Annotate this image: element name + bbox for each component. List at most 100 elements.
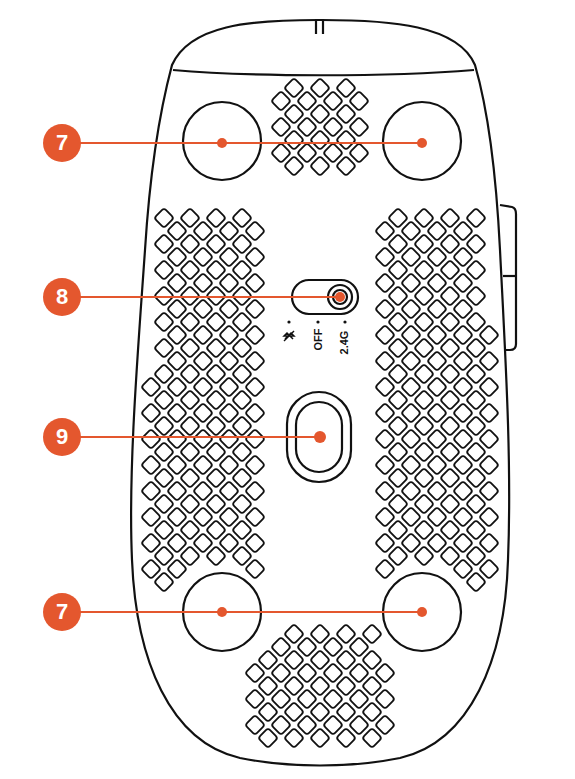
honeycomb-hole <box>232 468 252 488</box>
honeycomb-hole <box>193 455 213 475</box>
honeycomb-hole <box>349 663 369 683</box>
honeycomb-hole <box>284 650 304 670</box>
honeycomb-hole <box>167 481 187 501</box>
honeycomb-hole <box>271 715 291 735</box>
button-notch <box>322 20 324 34</box>
honeycomb-hole <box>245 689 265 709</box>
honeycomb-hole <box>219 481 239 501</box>
honeycomb-hole <box>479 377 499 397</box>
honeycomb-hole <box>427 221 447 241</box>
honeycomb-hole <box>310 728 330 748</box>
honeycomb-hole <box>232 338 252 358</box>
honeycomb-hole <box>323 117 343 137</box>
honeycomb-hole <box>375 351 395 371</box>
honeycomb-hole <box>154 208 174 228</box>
honeycomb-hole <box>479 533 499 553</box>
honeycomb-hole <box>154 468 174 488</box>
honeycomb-hole <box>180 312 200 332</box>
honeycomb-hole <box>440 338 460 358</box>
honeycomb-hole <box>362 728 382 748</box>
callout-number: 7 <box>56 132 68 154</box>
honeycomb-hole <box>336 156 356 176</box>
honeycomb-hole <box>284 702 304 722</box>
honeycomb-hole <box>193 533 213 553</box>
honeycomb-hole <box>193 403 213 423</box>
honeycomb-hole <box>206 312 226 332</box>
honeycomb-hole <box>180 494 200 514</box>
honeycomb-hole <box>284 78 304 98</box>
honeycomb-hole <box>193 377 213 397</box>
honeycomb-hole <box>479 455 499 475</box>
honeycomb-hole <box>453 247 473 267</box>
honeycomb-hole <box>440 260 460 280</box>
honeycomb-hole <box>219 325 239 345</box>
honeycomb-hole <box>245 325 265 345</box>
honeycomb-hole <box>258 702 278 722</box>
honeycomb-hole <box>466 286 486 306</box>
honeycomb-hole <box>232 260 252 280</box>
honeycomb-hole <box>193 273 213 293</box>
honeycomb-hole <box>141 533 161 553</box>
honeycomb-hole <box>284 728 304 748</box>
honeycomb-hole <box>414 468 434 488</box>
honeycomb-hole <box>219 507 239 527</box>
leader-dot <box>417 607 427 617</box>
honeycomb-hole <box>154 442 174 462</box>
mouse-foot <box>383 102 461 180</box>
honeycomb-hole <box>232 442 252 462</box>
honeycomb-hole <box>349 689 369 709</box>
honeycomb-hole <box>180 520 200 540</box>
leader-dot <box>217 607 227 617</box>
honeycomb-hole <box>245 663 265 683</box>
honeycomb-hole <box>427 507 447 527</box>
honeycomb-hole <box>453 221 473 241</box>
position-dot <box>316 320 319 323</box>
honeycomb-hole <box>362 702 382 722</box>
honeycomb-hole <box>414 416 434 436</box>
honeycomb-hole <box>245 715 265 735</box>
honeycomb-hole <box>193 507 213 527</box>
honeycomb-hole <box>245 507 265 527</box>
leader-dot <box>417 138 427 148</box>
honeycomb-hole <box>427 403 447 423</box>
honeycomb-hole <box>466 416 486 436</box>
honeycomb-hole <box>466 312 486 332</box>
honeycomb-hole <box>375 689 395 709</box>
leader-line <box>80 436 320 438</box>
honeycomb-hole <box>206 338 226 358</box>
honeycomb-hole <box>167 325 187 345</box>
honeycomb-hole <box>414 338 434 358</box>
honeycomb-hole <box>440 208 460 228</box>
honeycomb-hole <box>414 260 434 280</box>
honeycomb-hole <box>180 260 200 280</box>
honeycomb-hole <box>154 390 174 410</box>
honeycomb-hole <box>336 104 356 124</box>
honeycomb-hole <box>401 325 421 345</box>
honeycomb-hole <box>232 546 252 566</box>
honeycomb-hole <box>440 364 460 384</box>
honeycomb-hole <box>297 117 317 137</box>
honeycomb-hole <box>219 377 239 397</box>
honeycomb-hole <box>479 325 499 345</box>
honeycomb-hole <box>466 234 486 254</box>
honeycomb-hole <box>219 221 239 241</box>
honeycomb-hole <box>245 221 265 241</box>
honeycomb-hole <box>154 546 174 566</box>
honeycomb-hole <box>414 364 434 384</box>
honeycomb-hole <box>336 702 356 722</box>
honeycomb-hole <box>258 650 278 670</box>
honeycomb-hole <box>388 520 408 540</box>
honeycomb-hole <box>206 416 226 436</box>
honeycomb-hole <box>479 351 499 371</box>
mouse-foot <box>183 102 261 180</box>
honeycomb-hole <box>206 442 226 462</box>
honeycomb-hole <box>466 520 486 540</box>
honeycomb-hole <box>323 689 343 709</box>
honeycomb-hole <box>453 533 473 553</box>
honeycomb-hole <box>427 247 447 267</box>
honeycomb-hole <box>427 299 447 319</box>
switch-position-label: 2.4G <box>339 330 350 354</box>
honeycomb-hole <box>375 663 395 683</box>
honeycomb-hole <box>193 351 213 371</box>
